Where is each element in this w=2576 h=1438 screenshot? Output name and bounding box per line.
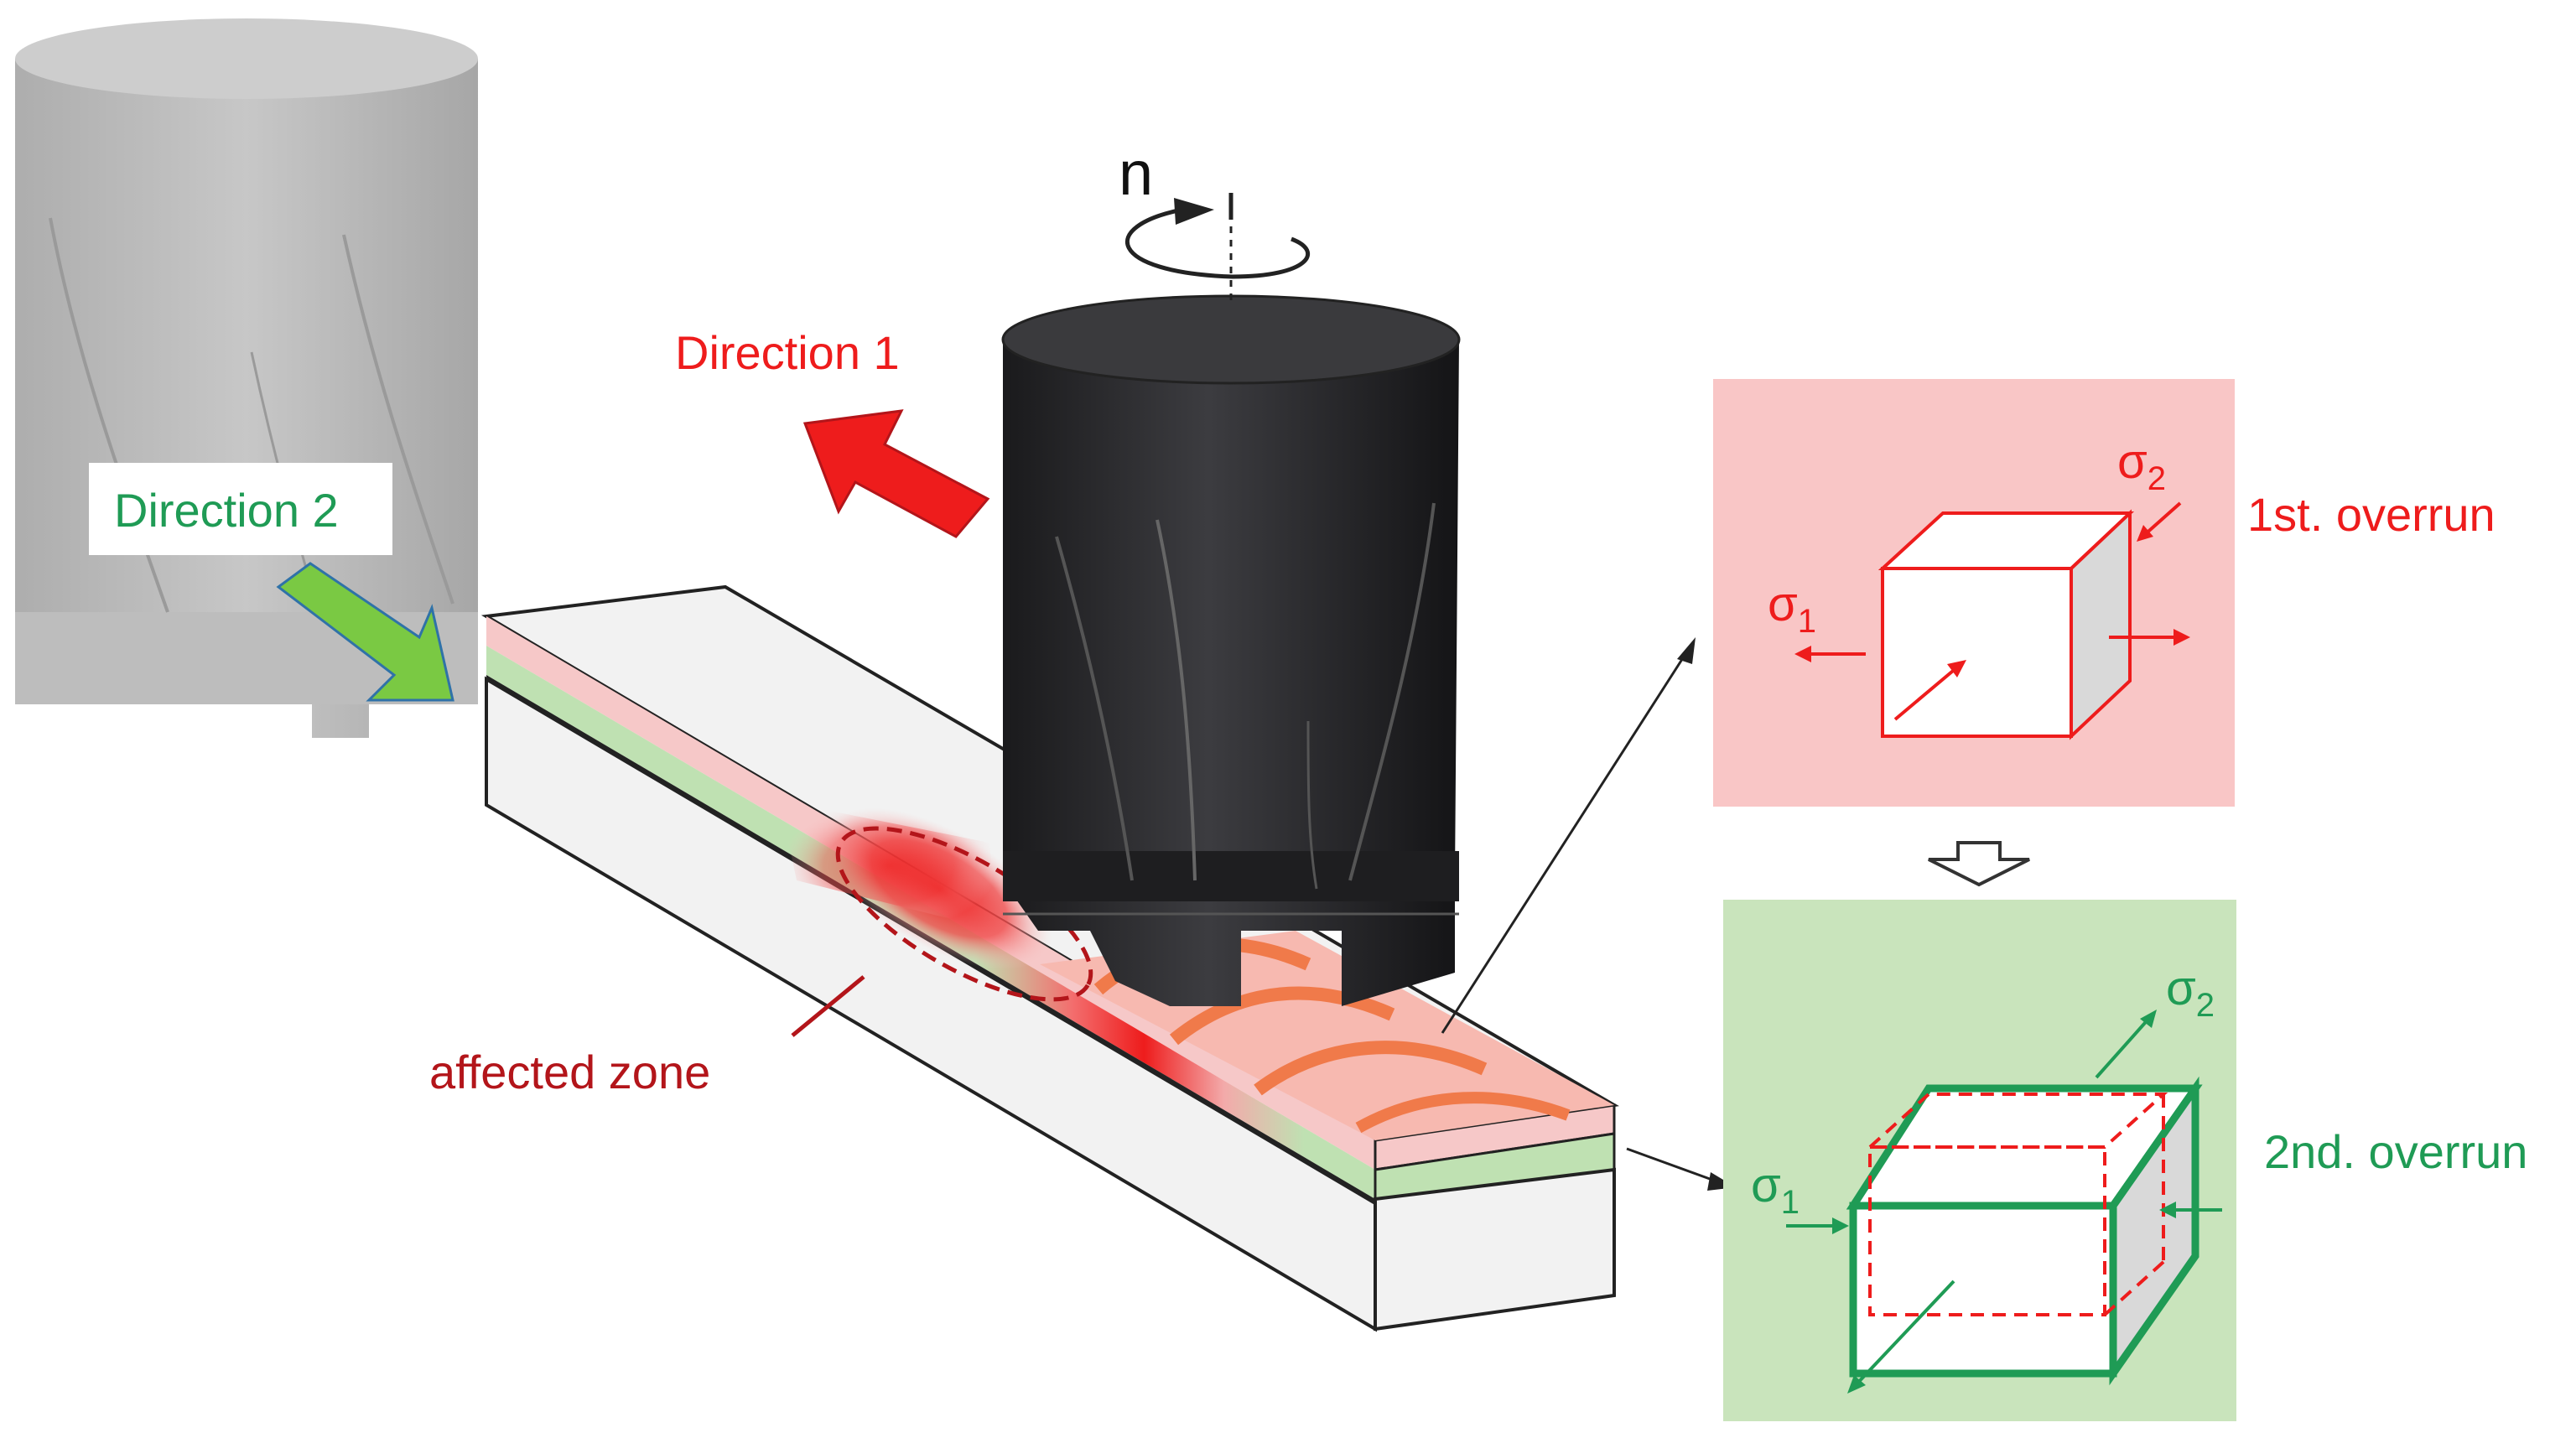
sigma-2-red: σ2 [2117,434,2166,497]
transition-arrow [1928,841,2030,887]
first-overrun-panel [1713,379,2235,807]
sigma-1-red: σ1 [1768,577,1816,640]
second-overrun-label: 2nd. overrun [2264,1125,2527,1178]
leader-lines [1441,637,1736,1191]
rotation-label: n [1119,138,1153,208]
direction-2-arrow [276,562,454,702]
direction-1-arrow [802,409,990,538]
direction-2-label: Direction 2 [114,484,339,537]
second-overrun-panel [1723,900,2236,1421]
direction-2-box [89,463,392,555]
affected-zone-marker [835,826,1093,1002]
workpiece-bar [480,584,1619,1332]
sigma-2-green: σ2 [2166,961,2215,1024]
milling-tool [1001,294,1461,1006]
direction-1-label: Direction 1 [675,326,900,379]
affected-zone-leader [791,975,865,1037]
affected-zone-label: affected zone [429,1046,710,1098]
rotation-indicator [1124,193,1311,302]
first-overrun-label: 1st. overrun [2247,488,2496,541]
sigma-1-green: σ1 [1751,1158,1800,1221]
